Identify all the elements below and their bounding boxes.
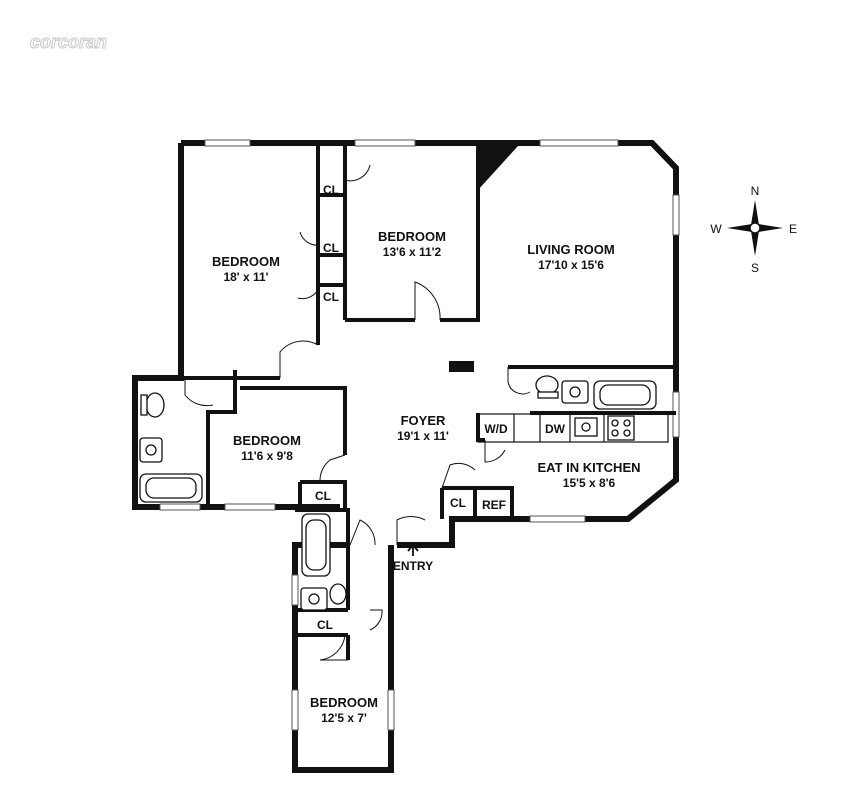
refrigerator-label: REF xyxy=(482,498,506,512)
upper-bathroom-fixtures xyxy=(535,375,657,410)
compass-north-label: N xyxy=(751,184,760,198)
closet-label: CL xyxy=(317,618,333,632)
watermark-logo: corcoran xyxy=(30,32,107,52)
structural-column xyxy=(476,146,518,190)
lower-bathroom-fixtures xyxy=(300,513,347,611)
washer-dryer-label: W/D xyxy=(484,422,508,436)
doors xyxy=(184,164,531,661)
bedroom-3-name: BEDROOM xyxy=(233,433,301,448)
living-room-dims: 17'10 x 15'6 xyxy=(538,258,604,272)
kitchen-dims: 15'5 x 8'6 xyxy=(563,476,616,490)
bedroom-1-dims: 18' x 11' xyxy=(223,270,268,284)
foyer-name: FOYER xyxy=(401,413,446,428)
interior-walls xyxy=(135,146,676,660)
compass-south-label: S xyxy=(751,261,759,275)
bedroom-3-dims: 11'6 x 9'8 xyxy=(241,449,293,463)
closet-label: CL xyxy=(323,183,339,197)
dishwasher-label: DW xyxy=(545,422,566,436)
compass-rose-icon xyxy=(727,200,783,256)
kitchen-appliances xyxy=(574,415,635,441)
kitchen-name: EAT IN KITCHEN xyxy=(537,460,640,475)
compass-east-label: E xyxy=(789,222,797,236)
entry-arrow-icon xyxy=(407,543,419,556)
windows xyxy=(159,139,680,731)
bedroom-4-dims: 12'5 x 7' xyxy=(321,711,367,725)
closet-label: CL xyxy=(315,489,331,503)
closet-label: CL xyxy=(323,290,339,304)
bedroom-2-dims: 13'6 x 11'2 xyxy=(383,245,442,259)
living-room-name: LIVING ROOM xyxy=(527,242,614,257)
bedroom-1-name: BEDROOM xyxy=(212,254,280,269)
left-bathroom-fixtures xyxy=(139,392,203,503)
bedroom-2-name: BEDROOM xyxy=(378,229,446,244)
closet-label: CL xyxy=(323,241,339,255)
bedroom-4-name: BEDROOM xyxy=(310,695,378,710)
foyer-dims: 19'1 x 11' xyxy=(397,429,449,443)
closet-label: CL xyxy=(450,496,466,510)
structural-column xyxy=(449,361,474,372)
entry-label: ENTRY xyxy=(393,559,433,573)
compass-west-label: W xyxy=(710,222,722,236)
kitchen-counter xyxy=(477,413,669,443)
